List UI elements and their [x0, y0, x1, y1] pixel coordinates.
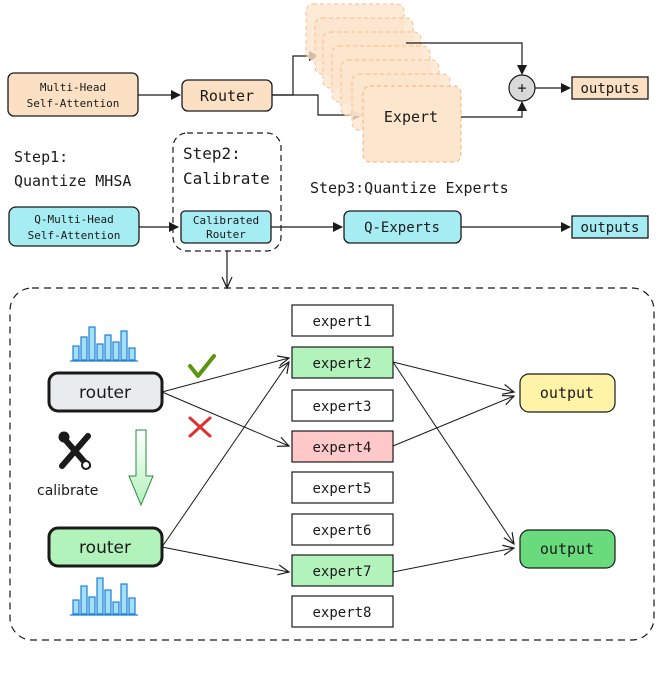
- expert-upper-to-plus-arrow: [406, 42, 527, 75]
- output-top-label: output: [540, 384, 594, 402]
- expert-column: expert1 expert2 expert3 expert4 expert5 …: [291, 304, 394, 628]
- step2-line2: Calibrate: [183, 169, 270, 188]
- expert6-label: expert6: [312, 523, 371, 539]
- detail-panel: router calibrate router: [9, 287, 655, 641]
- expert-label: Expert: [384, 108, 438, 126]
- expert6-box: [291, 513, 394, 546]
- expert3-box: [291, 389, 394, 422]
- cross-icon: [188, 416, 212, 438]
- expert5-box: [291, 471, 394, 504]
- calibrate-down-arrow: [128, 429, 154, 507]
- expert-lower-to-plus-arrow: [461, 101, 527, 118]
- expert4-label: expert4: [312, 440, 371, 456]
- router-old-to-expert4-arrow: [161, 391, 289, 446]
- expert7-box: [291, 554, 394, 587]
- step-labels: Step1: Quantize MHSA Step2: Calibrate St…: [14, 132, 509, 252]
- router-new-to-expert7-arrow: [161, 546, 289, 572]
- plus-sign: +: [517, 79, 526, 97]
- expert2-to-output-top-arrow: [392, 361, 514, 392]
- routing-arrows: [161, 358, 289, 572]
- top-outputs-label: outputs: [580, 81, 639, 97]
- router-new-label: router: [79, 538, 131, 558]
- output-top-box: [519, 373, 616, 413]
- output-bottom-box: [519, 529, 616, 569]
- top-outputs-box: [571, 76, 649, 100]
- router-to-expert-upper-arrow: [272, 51, 319, 96]
- expert2-label: expert2: [312, 356, 371, 372]
- middle-row: Q-Multi-Head Self-Attention Calibrated R…: [8, 206, 649, 288]
- expert2-to-output-bottom-arrow: [392, 361, 514, 544]
- step1-line1: Step1:: [14, 148, 68, 166]
- mhsa-label-line1: Multi-Head: [40, 81, 106, 94]
- router-label: Router: [200, 87, 254, 105]
- router-old-to-expert2-arrow: [161, 358, 289, 393]
- expert2-box: [291, 346, 394, 379]
- calibrated-router-line1: Calibrated: [193, 214, 259, 227]
- step2-line1: Step2:: [183, 144, 241, 163]
- expert1-box: [291, 304, 394, 337]
- qexperts-label: Q-Experts: [364, 220, 440, 236]
- step3-label: Step3:Quantize Experts: [310, 179, 509, 197]
- detail-dashed-frame: [9, 287, 655, 641]
- expert3-label: expert3: [312, 399, 371, 415]
- tools-icon: [58, 431, 91, 470]
- expert-stack: Expert: [305, 3, 462, 163]
- expert4-to-output-top-arrow: [392, 396, 514, 447]
- check-icon: [188, 354, 216, 378]
- expert4-box: [291, 430, 394, 463]
- router-old-label: router: [79, 383, 131, 403]
- expert7-label: expert7: [312, 564, 371, 580]
- calibrated-router-line2: Router: [206, 228, 246, 241]
- router-to-expert-lower-arrow: [272, 94, 363, 120]
- histogram-top-icon: [72, 326, 136, 361]
- histogram-bottom-icon: [72, 577, 136, 615]
- expert5-label: expert5: [312, 481, 371, 497]
- expert-box: [362, 85, 462, 163]
- calibrate-label: calibrate: [37, 483, 98, 499]
- router-new-to-expert2-arrow: [161, 362, 289, 548]
- expert8-label: expert8: [312, 605, 371, 621]
- step1-line2: Quantize MHSA: [14, 172, 131, 190]
- top-row: Multi-Head Self-Attention Router Expert …: [7, 3, 649, 163]
- qmhsa-label-line2: Self-Attention: [28, 229, 121, 242]
- output-arrows: [392, 361, 514, 573]
- expert1-label: expert1: [312, 314, 371, 330]
- expert8-box: [291, 595, 394, 628]
- mhsa-label-line2: Self-Attention: [27, 97, 120, 110]
- mid-outputs-label: outputs: [580, 220, 639, 236]
- qmhsa-label-line1: Q-Multi-Head: [34, 213, 113, 226]
- output-bottom-label: output: [540, 540, 594, 558]
- mid-outputs-box: [571, 215, 649, 239]
- expert7-to-output-bottom-arrow: [392, 548, 514, 573]
